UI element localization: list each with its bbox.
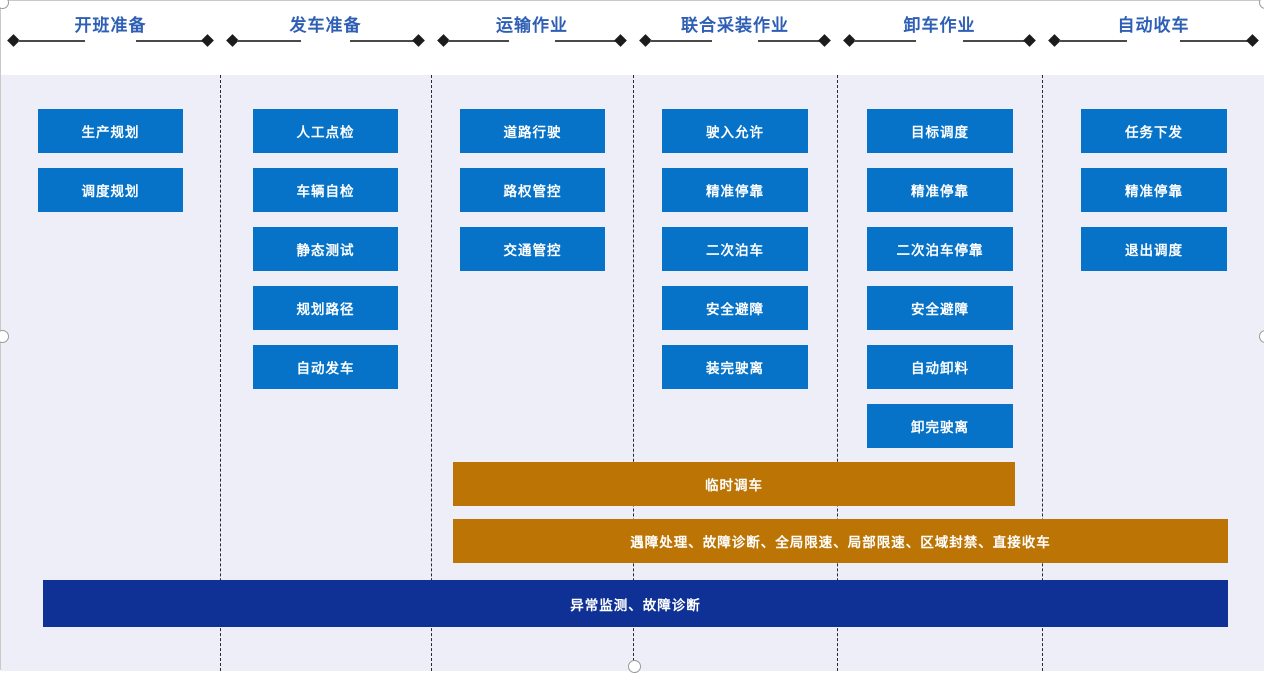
phase-header-1[interactable]: 开班准备 [1,1,220,75]
process-box[interactable]: 人工点检 [253,109,398,153]
process-box[interactable]: 精准停靠 [1081,168,1227,212]
resize-handle-top-left[interactable] [0,0,9,9]
process-box[interactable]: 自动卸料 [867,345,1013,389]
connector-line-left [1059,40,1127,42]
phase-title-label: 联合采装作业 [681,16,789,35]
connector-line-right [136,40,203,42]
phase-connector [1,34,220,48]
phase-connector [633,34,837,48]
temp-dispatch-bar[interactable]: 临时调车 [453,462,1015,506]
process-box[interactable]: 任务下发 [1081,109,1227,153]
process-box[interactable]: 车辆自检 [253,168,398,212]
phase-column-4: 驶入允许精准停靠二次泊车安全避障装完驶离 [662,75,808,671]
process-box[interactable]: 目标调度 [867,109,1013,153]
process-box[interactable]: 装完驶离 [662,345,808,389]
connector-line-right [1180,40,1248,42]
connector-line-left [854,40,916,42]
connector-line-right [555,40,616,42]
process-box[interactable]: 驶入允许 [662,109,808,153]
process-box[interactable]: 二次泊车停靠 [867,227,1013,271]
phase-title-label: 运输作业 [496,16,568,35]
phase-column-6: 任务下发精准停靠退出调度 [1081,75,1227,671]
phase-header-6[interactable]: 自动收车 [1042,1,1264,75]
process-box[interactable]: 调度规划 [38,168,183,212]
flow-panel: 生产规划调度规划人工点检车辆自检静态测试规划路径自动发车道路行驶路权管控交通管控… [1,75,1264,671]
phase-connector [431,34,633,48]
resize-handle-middle-left[interactable] [0,330,9,343]
phase-column-3: 道路行驶路权管控交通管控 [460,75,605,671]
phase-title-label: 开班准备 [74,16,147,35]
process-box[interactable]: 二次泊车 [662,227,808,271]
phase-connector [1042,34,1264,48]
process-box[interactable]: 生产规划 [38,109,183,153]
column-divider-4 [837,75,838,671]
phase-column-1: 生产规划调度规划 [38,75,183,671]
process-box[interactable]: 静态测试 [253,227,398,271]
connector-line-left [650,40,712,42]
connector-line-left [237,40,301,42]
phase-header-5[interactable]: 卸车作业 [837,1,1042,75]
diamond-end-icon [412,34,425,47]
phase-column-5: 目标调度精准停靠二次泊车停靠安全避障自动卸料卸完驶离 [867,75,1013,671]
connector-line-right [963,40,1025,42]
column-divider-5 [1042,75,1043,671]
phase-header-2[interactable]: 发车准备 [220,1,431,75]
process-box[interactable]: 交通管控 [460,227,605,271]
process-box[interactable]: 规划路径 [253,286,398,330]
diamond-end-icon [201,34,214,47]
monitoring-bar[interactable]: 异常监测、故障诊断 [43,580,1228,627]
process-box[interactable]: 路权管控 [460,168,605,212]
process-box[interactable]: 安全避障 [867,286,1013,330]
diamond-end-icon [614,34,627,47]
process-box[interactable]: 精准停靠 [662,168,808,212]
phase-connector [837,34,1042,48]
process-box[interactable]: 自动发车 [253,345,398,389]
column-divider-1 [220,75,221,671]
phase-header-band: 开班准备 发车准备 运输作业 联合采装作业 卸车作业 自动收车 [1,1,1264,75]
phase-column-2: 人工点检车辆自检静态测试规划路径自动发车 [253,75,398,671]
resize-handle-bottom-center[interactable] [628,660,641,673]
connector-line-right [350,40,414,42]
phase-header-4[interactable]: 联合采装作业 [633,1,837,75]
process-box[interactable]: 安全避障 [662,286,808,330]
column-divider-3 [633,75,634,671]
phase-title-label: 卸车作业 [903,16,976,35]
exception-handling-bar[interactable]: 遇障处理、故障诊断、全局限速、局部限速、区域封禁、直接收车 [453,519,1228,563]
phase-header-3[interactable]: 运输作业 [431,1,633,75]
diamond-end-icon [1023,34,1036,47]
diamond-end-icon [818,34,831,47]
process-box[interactable]: 道路行驶 [460,109,605,153]
connector-line-left [18,40,85,42]
process-box[interactable]: 退出调度 [1081,227,1227,271]
phase-title-label: 自动收车 [1117,16,1190,35]
diamond-end-icon [1246,34,1259,47]
process-box[interactable]: 卸完驶离 [867,404,1013,448]
phase-title-label: 发车准备 [289,16,362,35]
connector-line-left [448,40,509,42]
column-divider-2 [431,75,432,671]
phase-connector [220,34,431,48]
connector-line-right [758,40,820,42]
process-box[interactable]: 精准停靠 [867,168,1013,212]
